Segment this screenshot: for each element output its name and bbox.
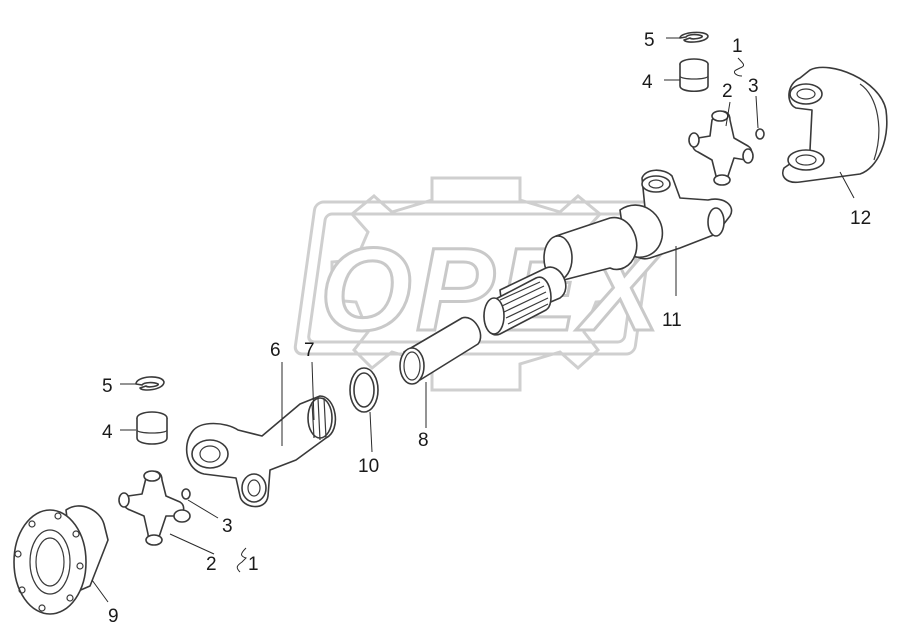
- grease-nipple-top: [755, 128, 765, 140]
- callout-6: 6: [270, 340, 281, 361]
- callout-9: 9: [108, 606, 119, 627]
- callout-10: 10: [358, 456, 379, 477]
- snap-ring-bottom: [135, 376, 165, 391]
- callout-12: 12: [850, 208, 871, 229]
- leader-lines: [91, 37, 855, 603]
- snap-ring-top: [679, 31, 709, 43]
- callout-1-top: 1: [732, 36, 743, 57]
- cross-spider-bottom: [118, 470, 191, 546]
- callout-8: 8: [418, 430, 429, 451]
- callout-11: 11: [662, 310, 682, 331]
- cross-spider-top: [688, 110, 754, 186]
- callout-3-top: 3: [748, 76, 759, 97]
- shield-tube-8: [399, 316, 482, 385]
- callouts: 5 1 4 2 3 12 11 6 7 5 4 10 8 3 2 1 9: [102, 30, 871, 627]
- callout-5-top: 5: [644, 30, 655, 51]
- callout-4-top: 4: [642, 72, 653, 93]
- callout-4-bot: 4: [102, 422, 113, 443]
- callout-3-bot: 3: [222, 516, 233, 537]
- callout-2-top: 2: [722, 81, 733, 102]
- watermark: OPEX: [293, 176, 664, 392]
- bearing-cup-bottom: [136, 411, 168, 445]
- bearing-cup-top: [679, 58, 709, 93]
- companion-flange-9: [13, 505, 109, 615]
- callout-2-bot: 2: [206, 554, 217, 575]
- flange-yoke-12: [782, 66, 888, 184]
- callout-5-bot: 5: [102, 376, 113, 397]
- tube-yoke-6: [185, 395, 337, 508]
- callout-7: 7: [304, 340, 315, 361]
- slip-yoke-11: [483, 169, 733, 336]
- seal-ring-10: [349, 367, 379, 413]
- grease-nipple-bottom: [181, 488, 191, 500]
- callout-1-bot: 1: [248, 554, 259, 575]
